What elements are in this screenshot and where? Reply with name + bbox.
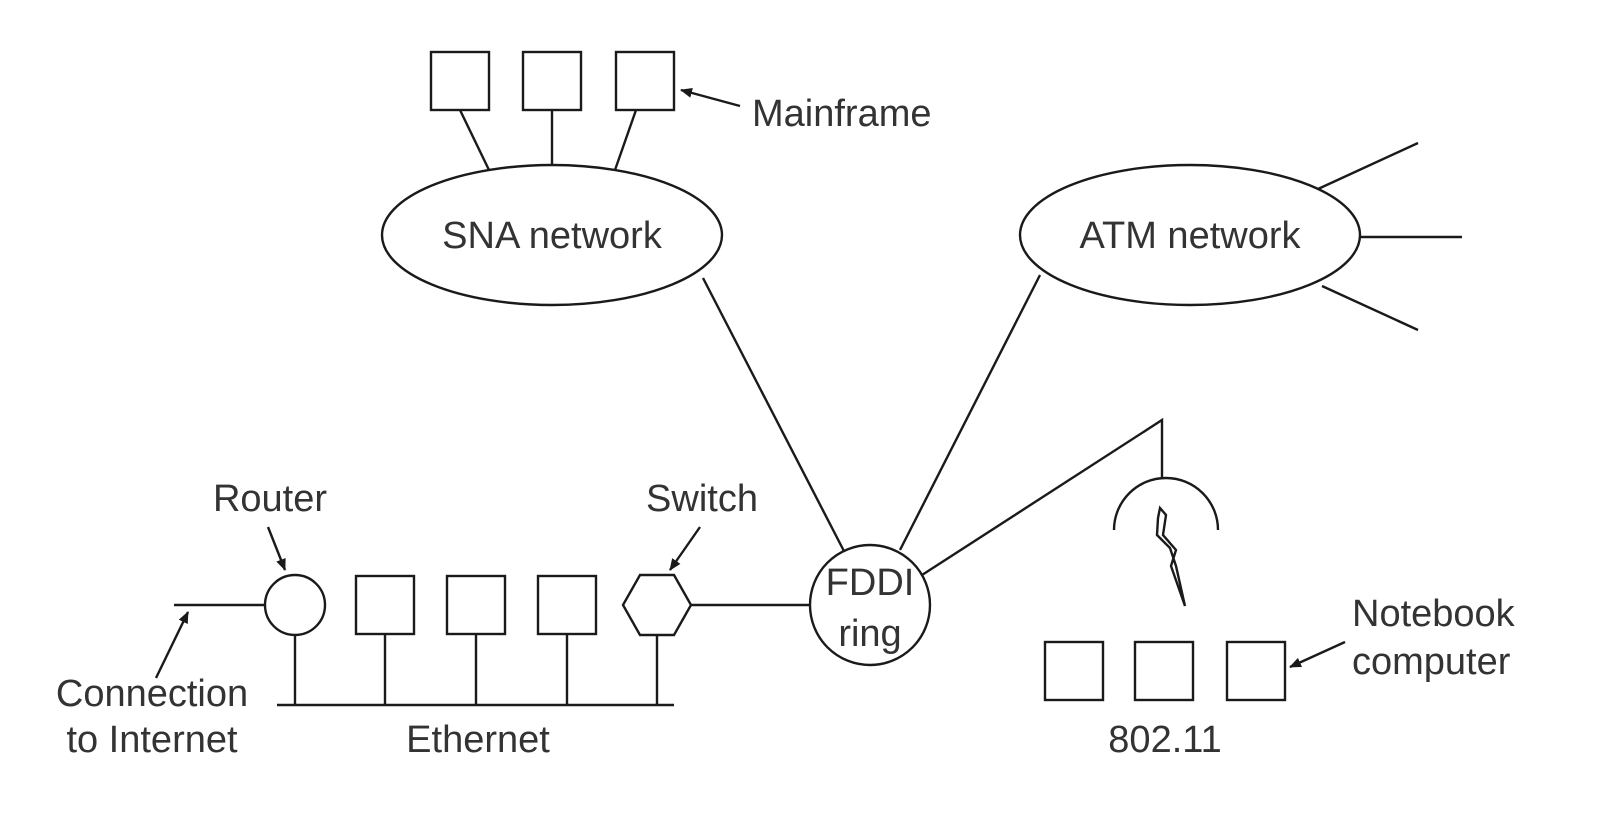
router-circle bbox=[263, 573, 327, 637]
mainframe-link-1 bbox=[458, 109, 491, 171]
switch-label: Switch bbox=[646, 478, 758, 520]
ethernet-label: Ethernet bbox=[406, 719, 550, 761]
notebook-label-line1: Notebook bbox=[1352, 593, 1516, 635]
atm-to-fddi-link bbox=[898, 274, 1042, 551]
switch-arrow bbox=[669, 526, 701, 571]
access-point-antenna-arc bbox=[1112, 476, 1220, 531]
notebook-label-line2: computer bbox=[1352, 641, 1511, 683]
ethernet-host-box-2 bbox=[445, 574, 507, 636]
notebook-box-3 bbox=[1225, 640, 1287, 702]
sna-to-fddi-link bbox=[701, 277, 848, 556]
atm-network-ellipse bbox=[1018, 163, 1362, 307]
switch-hexagon bbox=[621, 573, 693, 637]
fddi-label-line1: FDDI bbox=[826, 562, 915, 604]
ethernet-host-box-1 bbox=[354, 574, 416, 636]
connection-label-line1: Connection bbox=[56, 673, 248, 715]
mainframe-box-1 bbox=[429, 50, 491, 112]
sna-network-label: SNA network bbox=[442, 215, 663, 257]
router-arrow bbox=[266, 526, 287, 571]
connection-arrow bbox=[154, 611, 190, 679]
atm-network-label: ATM network bbox=[1079, 215, 1301, 257]
mainframe-box-3 bbox=[614, 50, 676, 112]
fddi-to-access-point-link bbox=[921, 417, 1164, 577]
mainframe-group bbox=[429, 50, 676, 171]
mainframe-label: Mainframe bbox=[752, 93, 932, 135]
mainframe-box-2 bbox=[521, 50, 583, 112]
wireless-label: 802.11 bbox=[1108, 719, 1221, 761]
notebook-box-2 bbox=[1133, 640, 1195, 702]
notebook-box-1 bbox=[1043, 640, 1105, 702]
ethernet-host-box-3 bbox=[536, 574, 598, 636]
sna-network-ellipse bbox=[380, 163, 724, 307]
wireless-signal-icon bbox=[1155, 505, 1187, 607]
router-label: Router bbox=[213, 478, 327, 520]
fddi-label-line2: ring bbox=[838, 613, 901, 655]
atm-link-upper bbox=[1317, 141, 1419, 191]
mainframe-arrow bbox=[680, 88, 741, 108]
connection-label-line2: to Internet bbox=[66, 719, 238, 761]
atm-link-lower bbox=[1321, 284, 1419, 332]
notebook-arrow bbox=[1289, 640, 1346, 669]
mainframe-link-3 bbox=[613, 109, 638, 171]
